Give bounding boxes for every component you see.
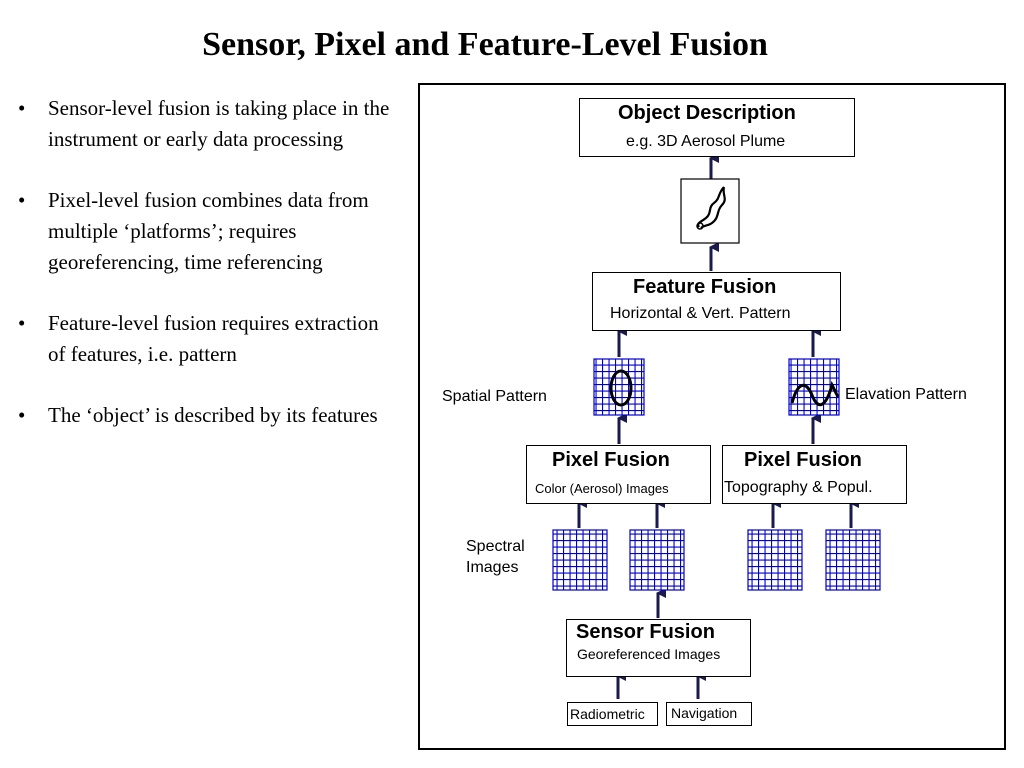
arrows	[577, 153, 859, 699]
diagram-graphics	[552, 153, 881, 699]
radiometric-label: Radiometric	[570, 706, 645, 722]
fusion-diagram: Object Description e.g. 3D Aerosol Plume…	[418, 83, 1006, 750]
bullet-list: Sensor-level fusion is taking place in t…	[18, 93, 398, 461]
spatial-pattern-grid	[593, 358, 645, 416]
pixel-fusion-left-subtitle: Color (Aerosol) Images	[535, 481, 669, 496]
pixel-fusion-left-title: Pixel Fusion	[552, 449, 670, 471]
spectral-images-label-line1: Spectral	[466, 538, 525, 555]
sensor-fusion-box: Sensor Fusion Georeferenced Images	[566, 619, 751, 677]
slide-title: Sensor, Pixel and Feature-Level Fusion	[202, 26, 768, 63]
object-description-subtitle: e.g. 3D Aerosol Plume	[626, 133, 786, 150]
sensor-fusion-title: Sensor Fusion	[576, 621, 715, 643]
feature-fusion-title: Feature Fusion	[633, 276, 777, 298]
elevation-pattern-label: Elavation Pattern	[845, 386, 967, 403]
spectral-image-grid-1	[552, 529, 608, 591]
bullet-feature-level: Feature-level fusion requires extraction…	[18, 308, 398, 370]
spatial-pattern-icon	[609, 369, 633, 407]
bullet-object: The ‘object’ is described by its feature…	[18, 400, 398, 431]
spectral-image-grid-3	[747, 529, 803, 591]
pixel-fusion-left-box: Pixel Fusion Color (Aerosol) Images	[526, 445, 711, 504]
elevation-pattern-icon	[790, 380, 840, 407]
pixel-fusion-right-subtitle: Topography & Popul.	[724, 479, 873, 496]
bullet-sensor-level: Sensor-level fusion is taking place in t…	[18, 93, 398, 155]
sensor-fusion-subtitle: Georeferenced Images	[577, 646, 721, 662]
feature-fusion-subtitle: Horizontal & Vert. Pattern	[610, 305, 791, 322]
navigation-box: Navigation	[666, 702, 752, 726]
radiometric-box: Radiometric	[567, 702, 658, 726]
pixel-fusion-right-box: Pixel Fusion Topography & Popul.	[722, 445, 907, 504]
object-description-box: Object Description e.g. 3D Aerosol Plume	[579, 98, 855, 157]
spatial-pattern-label: Spatial Pattern	[442, 388, 547, 405]
spectral-images-label-line2: Images	[466, 559, 519, 576]
object-description-title: Object Description	[618, 102, 796, 124]
pixel-fusion-right-title: Pixel Fusion	[744, 449, 862, 471]
spectral-image-grid-4	[825, 529, 881, 591]
spectral-image-grid-2	[629, 529, 685, 591]
feature-fusion-box: Feature Fusion Horizontal & Vert. Patter…	[592, 272, 841, 331]
bullet-pixel-level: Pixel-level fusion combines data from mu…	[18, 185, 398, 278]
navigation-label: Navigation	[671, 705, 738, 721]
